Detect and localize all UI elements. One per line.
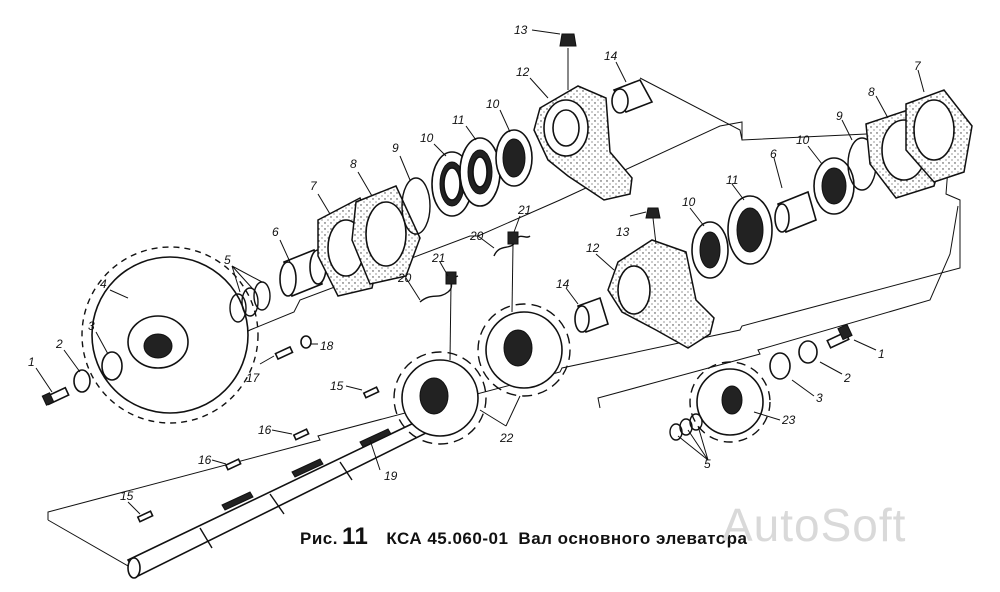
- bolt-17: [274, 345, 294, 361]
- callout-15-upper: 15: [330, 379, 344, 393]
- rings-5-right: [669, 413, 703, 441]
- callout-8-left: 8: [350, 157, 357, 171]
- callout-16-lower: 16: [198, 453, 212, 467]
- bushing-14-lower: [574, 296, 609, 334]
- callout-13-lower: 13: [616, 225, 630, 239]
- callout-7-left: 7: [310, 179, 318, 193]
- sleeve-6-right: [774, 190, 817, 234]
- callout-21-right: 21: [517, 203, 531, 217]
- fitting-21-right: [507, 231, 519, 313]
- key-15-upper: [362, 386, 380, 399]
- bushing-14-upper: [611, 79, 654, 114]
- figure-number: 11: [341, 523, 369, 550]
- callout-5-left: 5: [224, 253, 231, 267]
- nut-18: [300, 335, 312, 349]
- callout-10-left-2: 10: [486, 97, 500, 111]
- figure-word: Рис.: [300, 529, 338, 548]
- fitting-21-left: [445, 271, 457, 361]
- callout-16-upper: 16: [258, 423, 272, 437]
- callout-2-right: 2: [843, 371, 851, 385]
- callout-15-lower: 15: [120, 489, 134, 503]
- figure-code: КСА 45.060-01: [386, 529, 509, 548]
- sprocket-22-left: [393, 351, 487, 445]
- callout-14-lower: 14: [556, 277, 570, 291]
- figure-caption: Рис.11 КСА 45.060-01 Вал основного элевато…: [300, 523, 748, 551]
- grease-fitting-13-upper: [559, 33, 577, 90]
- callout-9-right: 9: [836, 109, 843, 123]
- housing-12-lower: [607, 239, 715, 349]
- bearing-10-left-2: [495, 129, 533, 187]
- callout-17: 17: [246, 371, 261, 385]
- callout-13-upper: 13: [514, 23, 528, 37]
- gasket-8-left: [351, 185, 421, 285]
- callout-7-right: 7: [914, 59, 922, 73]
- callout-23: 23: [781, 413, 796, 427]
- callout-22: 22: [499, 431, 514, 445]
- callout-10-right-2: 10: [796, 133, 810, 147]
- callout-18: 18: [320, 339, 334, 353]
- sprocket-4: [81, 246, 259, 424]
- callout-12-upper: 12: [516, 65, 530, 79]
- callout-20-left: 20: [397, 271, 412, 285]
- flange-7-right: [905, 89, 973, 183]
- bearing-10-right: [691, 221, 729, 279]
- callout-3-right: 3: [816, 391, 823, 405]
- nut-2-right: [798, 340, 818, 364]
- callout-6-right: 6: [770, 147, 777, 161]
- key-15-lower: [136, 510, 154, 523]
- grease-fitting-13-lower: [645, 207, 661, 245]
- callout-10-left: 10: [420, 131, 434, 145]
- bolt-1-left: [41, 386, 70, 406]
- key-16-lower: [224, 458, 242, 471]
- sprocket-23: [689, 361, 771, 443]
- callout-5-right: 5: [704, 457, 711, 471]
- callout-9-left: 9: [392, 141, 399, 155]
- watermark: AutoSoft: [722, 499, 907, 551]
- washer-3-left: [101, 351, 123, 381]
- callout-2-left: 2: [55, 337, 63, 351]
- sprocket-22-right: [477, 303, 571, 397]
- callout-8-right: 8: [868, 85, 875, 99]
- figure-title: Вал основного элеватора: [518, 529, 748, 548]
- callout-1-right: 1: [878, 347, 885, 361]
- bolt-1-right: [826, 323, 853, 349]
- callout-19: 19: [384, 469, 398, 483]
- callout-6-left: 6: [272, 225, 279, 239]
- washer-2-left: [73, 369, 91, 393]
- bearing-11-right: [727, 195, 773, 265]
- callout-12-lower: 12: [586, 241, 600, 255]
- callout-10-right: 10: [682, 195, 696, 209]
- callout-11-right: 11: [726, 173, 738, 187]
- bearing-11-left: [459, 137, 501, 207]
- callout-4: 4: [100, 277, 107, 291]
- callout-11-left: 11: [452, 113, 464, 127]
- callout-14-upper: 14: [604, 49, 618, 63]
- snap-ring-9-left: [401, 177, 431, 235]
- callout-1-left: 1: [28, 355, 35, 369]
- callout-3-left: 3: [88, 319, 95, 333]
- washer-3-right: [769, 352, 791, 380]
- callout-21-left: 21: [431, 251, 445, 265]
- leader-lines: [35, 29, 925, 515]
- housing-12-upper: [533, 85, 633, 201]
- callout-20-right: 20: [469, 229, 484, 243]
- key-16-upper: [292, 428, 310, 441]
- shaft-19: [126, 418, 430, 579]
